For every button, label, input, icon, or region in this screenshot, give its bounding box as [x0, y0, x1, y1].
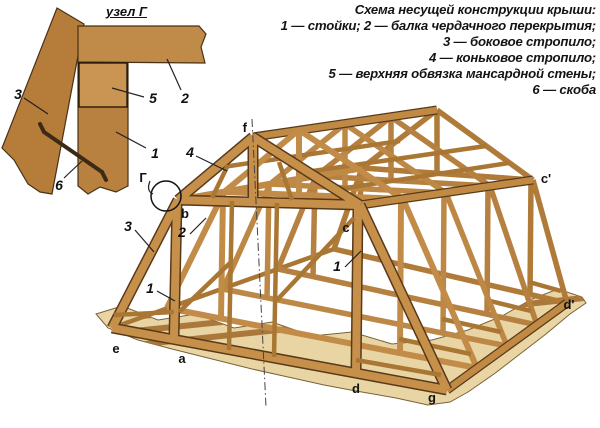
left-purlin [215, 138, 401, 171]
label-3: 3 [124, 218, 132, 234]
detail-leader-lines [23, 58, 182, 179]
label-a: a [178, 351, 186, 366]
left-top-plate [177, 164, 363, 204]
truss-front [107, 132, 452, 396]
label-f: f [243, 120, 248, 135]
center-axis-line [251, 118, 267, 408]
ridge-beam [252, 105, 438, 142]
label-c: c [342, 220, 349, 235]
detail-plate-5 [78, 62, 128, 108]
detail-callout-6: 6 [55, 177, 63, 193]
legend-title: Схема несущей конструкции крыши: [354, 2, 596, 17]
right-top-plate [359, 175, 534, 210]
roof-frame [107, 105, 570, 396]
detail-staple-6 [38, 122, 108, 182]
detail-callout-5: 5 [149, 90, 157, 106]
right-purlin-lower [332, 160, 510, 193]
right-purlin-upper [305, 143, 487, 175]
detail-beam-2 [77, 25, 207, 64]
legend-block: Схема несущей конструкции крыши: 1 — сто… [216, 2, 597, 98]
detail-callout-1: 1 [151, 145, 159, 161]
label-4: 4 [185, 144, 194, 160]
label-2: 2 [177, 224, 186, 240]
node-g-circle [150, 180, 182, 212]
label-b: b [181, 206, 189, 221]
legend-line: 1 — стойки; 2 — балка чердачного перекры… [280, 18, 597, 33]
label-1-left: 1 [146, 280, 154, 296]
legend-line: 5 — верхняя обвязка мансардной стены; [328, 66, 596, 81]
label-c-prime: c' [541, 171, 551, 186]
label-d: d [352, 381, 360, 396]
main-labels: f 4 Г b 2 3 1 1 c c' e a d g d' [112, 120, 574, 405]
detail-view-title: узел Г [106, 4, 147, 19]
legend-line: 3 — боковое стропило; [442, 34, 596, 49]
label-d-prime: d' [563, 297, 574, 312]
label-1-right: 1 [333, 258, 341, 274]
label-gamma: Г [139, 170, 147, 185]
label-e: e [112, 341, 119, 356]
right-eave-sill [444, 299, 570, 394]
legend-line: 6 — скоба [532, 82, 596, 97]
label-g: g [428, 390, 436, 405]
detail-callout-3: 3 [14, 86, 22, 102]
main-leader-lines [134, 155, 362, 302]
truss-2nd [164, 127, 480, 371]
detail-callout-2: 2 [180, 90, 189, 106]
legend-line: 4 — коньковое стропило; [429, 50, 596, 65]
detail-view: 3 5 2 1 6 [1, 7, 207, 195]
